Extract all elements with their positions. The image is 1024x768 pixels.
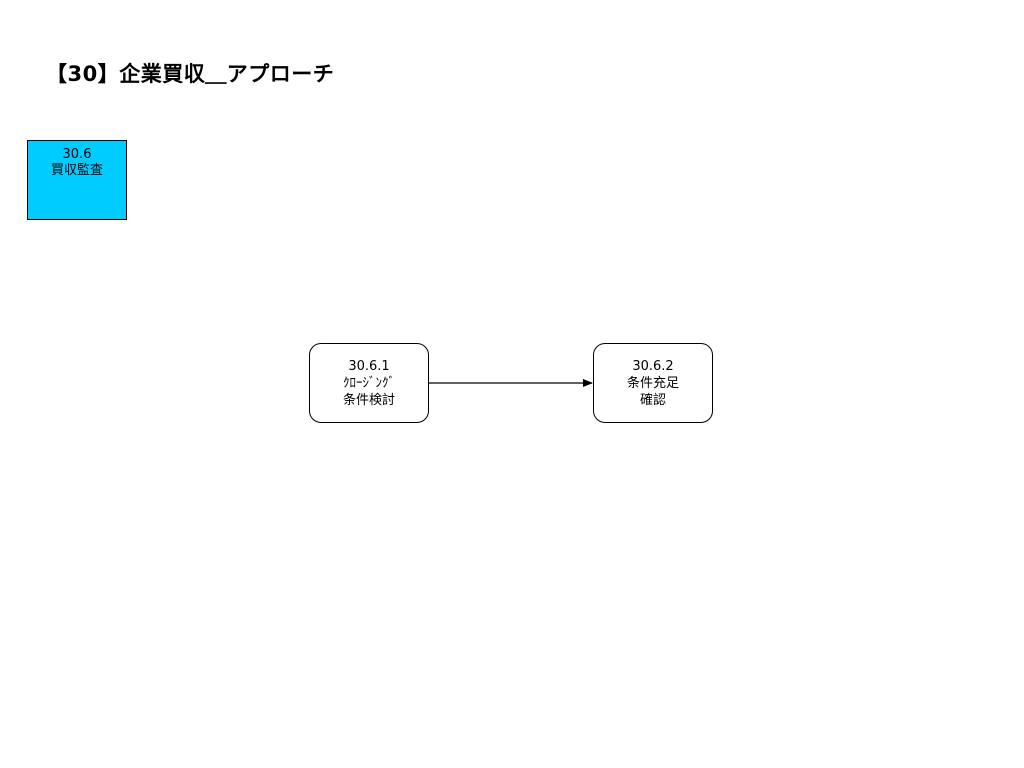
page-title: 【30】企業買収＿アプローチ xyxy=(46,62,335,86)
node-number: 30.6.2 xyxy=(632,358,674,374)
process-node-30-6-1: 30.6.1 ｸﾛｰｼﾞﾝｸﾞ 条件検討 xyxy=(309,343,429,423)
node-label-line-2: 確認 xyxy=(639,392,666,408)
section-box: 30.6 買収監査 xyxy=(27,140,127,220)
section-label: 買収監査 xyxy=(50,163,103,178)
section-number: 30.6 xyxy=(62,147,92,162)
node-number: 30.6.1 xyxy=(348,358,390,374)
node-label-line-1: ｸﾛｰｼﾞﾝｸﾞ xyxy=(343,375,395,391)
process-node-30-6-2: 30.6.2 条件充足 確認 xyxy=(593,343,713,423)
node-label-line-1: 条件充足 xyxy=(626,375,679,391)
node-label-line-2: 条件検討 xyxy=(342,392,395,408)
